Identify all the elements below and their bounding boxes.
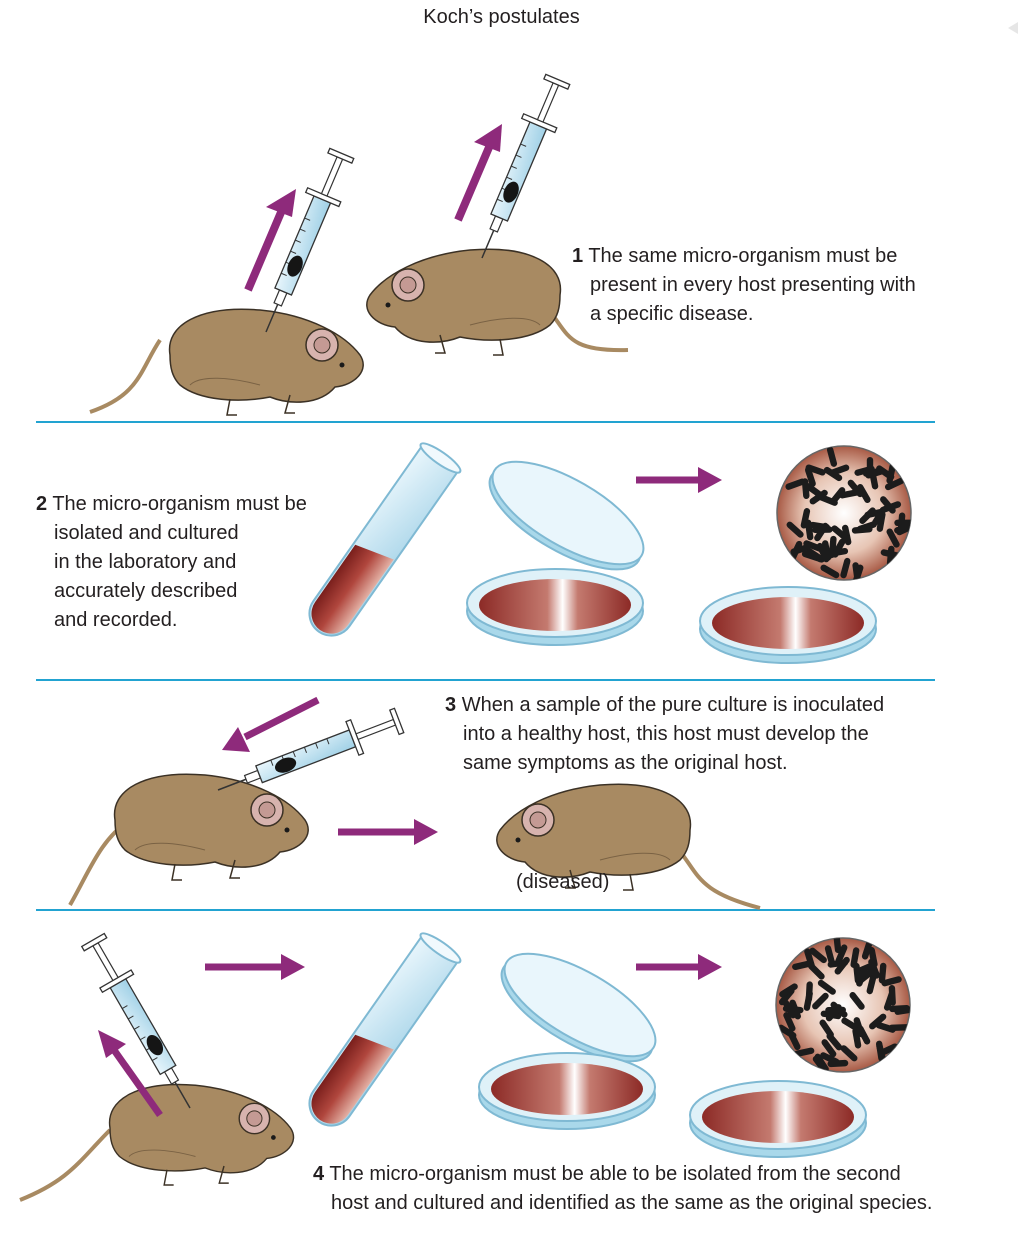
postulate-line: accurately described xyxy=(54,580,238,602)
postulate-2: 2 The micro-organism must be isolated an… xyxy=(36,490,356,635)
mouse-5 xyxy=(108,1083,295,1186)
arrowhead-1 xyxy=(266,189,296,217)
postulate-line: into a healthy host, this host must deve… xyxy=(463,723,869,745)
postulate-line: When a sample of the pure culture is ino… xyxy=(461,694,885,716)
petri-base-4 xyxy=(689,1080,867,1158)
postulate-3: 3 When a sample of the pure culture is i… xyxy=(445,691,965,778)
section-dividers xyxy=(36,421,935,911)
arrowhead-2 xyxy=(474,124,502,152)
mouse-tail xyxy=(19,1128,112,1202)
postulate-line: The micro-organism must be xyxy=(52,493,307,515)
petri-base-3 xyxy=(478,1052,656,1130)
postulate-line: and recorded. xyxy=(54,609,178,631)
petri-base-1 xyxy=(466,568,644,646)
postulate-line: a specific disease. xyxy=(590,303,754,325)
section-3-illustration xyxy=(68,696,761,910)
postulate-number: 4 xyxy=(313,1163,325,1185)
diseased-label: (diseased) xyxy=(516,871,610,893)
postulate-number: 1 xyxy=(572,245,584,267)
bacteria-circle-2 xyxy=(775,937,911,1073)
arrowhead-6 xyxy=(98,1030,126,1058)
postulate-1: 1 The same micro-organism must be presen… xyxy=(572,242,992,329)
bacterium xyxy=(866,457,874,478)
postulate-line: present in every host presenting with xyxy=(590,274,916,296)
section-2-illustration xyxy=(298,438,912,664)
page-title: Koch’s postulates xyxy=(423,6,580,28)
postulate-line: The same micro-organism must be xyxy=(588,245,898,267)
bacterium xyxy=(894,519,911,526)
arrow-up-2 xyxy=(454,143,494,222)
bacterium xyxy=(805,981,814,1003)
postulate-number: 2 xyxy=(36,493,48,515)
petri-lid-1 xyxy=(473,440,660,591)
arrowhead-8 xyxy=(698,954,722,980)
arrowhead-3 xyxy=(698,467,722,493)
arrow-diag-1 xyxy=(243,696,320,741)
arrowhead-4 xyxy=(222,727,250,752)
postulate-number: 3 xyxy=(445,694,457,716)
postulate-line: The micro-organism must be able to be is… xyxy=(329,1163,901,1185)
section-1-illustration xyxy=(89,71,629,416)
bacterium xyxy=(825,1006,847,1014)
arrow-up-1 xyxy=(244,208,286,292)
corner-mark xyxy=(1008,22,1018,34)
mouse-tail xyxy=(89,338,162,414)
mouse-3 xyxy=(113,773,309,881)
bacterium xyxy=(888,984,897,1006)
mouse-1 xyxy=(168,308,364,416)
test-tube-2 xyxy=(298,928,465,1137)
postulate-line: isolated and cultured xyxy=(54,522,239,544)
postulate-4: 4 The micro-organism must be able to be … xyxy=(313,1160,1013,1218)
petri-base-2 xyxy=(699,586,877,664)
postulate-line: same symptoms as the original host. xyxy=(463,752,788,774)
arrow-up-3 xyxy=(111,1047,163,1118)
mouse-2 xyxy=(366,248,562,356)
arrowhead-7 xyxy=(281,954,305,980)
postulate-line: in the laboratory and xyxy=(54,551,237,573)
arrowhead-5 xyxy=(414,819,438,845)
postulate-line: host and cultured and identified as the … xyxy=(331,1192,933,1214)
section-4-illustration xyxy=(19,928,911,1202)
bacteria-circle-1 xyxy=(776,445,912,581)
